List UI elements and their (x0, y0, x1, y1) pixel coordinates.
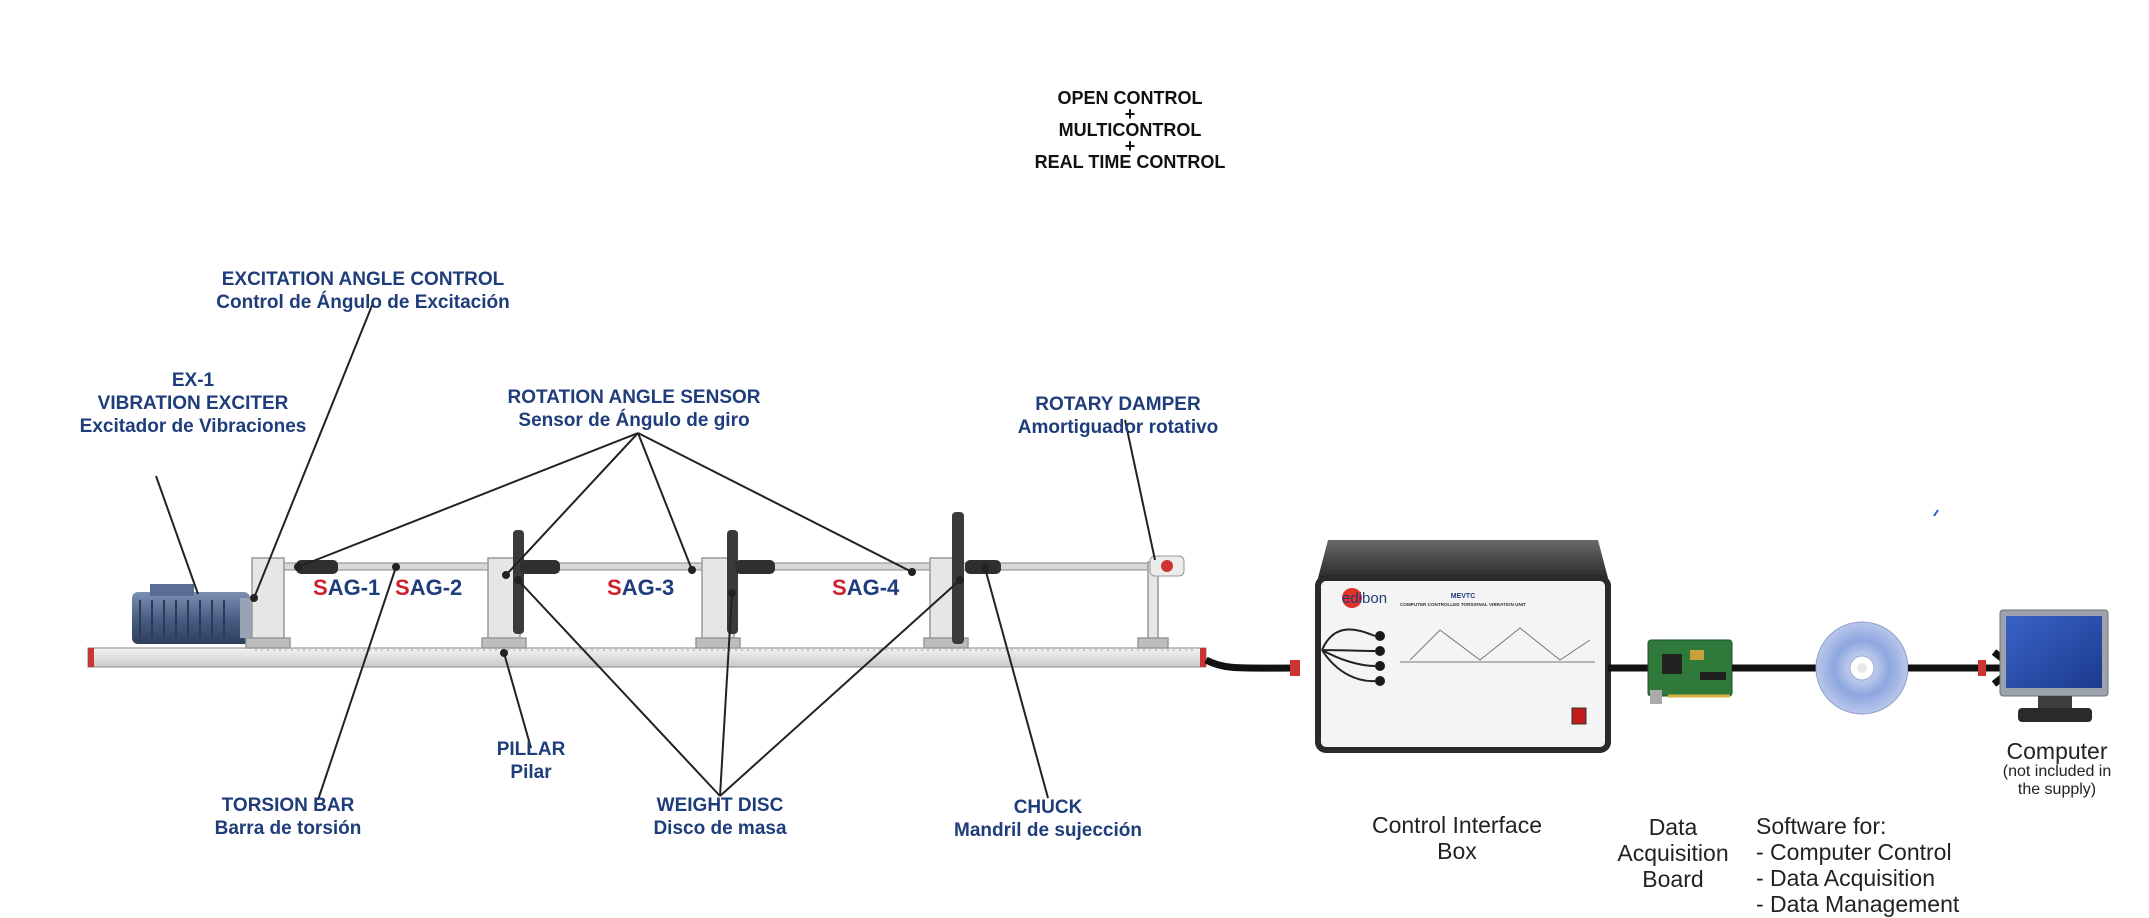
caption-control-interface-box: Control Interface Box (1372, 812, 1542, 864)
sensor-sag-3-prefix: S (607, 575, 622, 600)
label-chuck: CHUCK Mandril de sujección (954, 796, 1142, 842)
box-brand-text: edibon (1342, 590, 1387, 607)
control-mode-multi: MULTICONTROL (1058, 120, 1202, 140)
vibration-exciter-motor (132, 584, 254, 644)
control-mode-plus-1: + (1124, 104, 1136, 124)
software-item-computer-control: - Computer Control (1756, 839, 1952, 865)
sensor-sag-4-rest: AG-4 (846, 575, 900, 600)
torsion-bar-en: TORSION BAR (221, 795, 355, 816)
vibration-exciter-en: VIBRATION EXCITER (97, 393, 289, 414)
software-item-data-acquisition: - Data Acquisition (1756, 865, 1935, 891)
control-modes: OPEN CONTROL + MULTICONTROL + REAL TIME … (1034, 88, 1226, 172)
label-weight-disc: WEIGHT DISC Disco de masa (653, 794, 786, 840)
base-rail (87, 647, 1207, 668)
computer-title: Computer (2006, 738, 2108, 764)
data-acquisition-board (1647, 639, 1733, 704)
computer-monitor-icon (1999, 609, 2109, 722)
chuck-es: Mandril de sujección (954, 820, 1142, 841)
rotary-damper-es: Amortiguador rotativo (1017, 417, 1219, 438)
sensor-sag-2-rest: AG-2 (409, 575, 463, 600)
control-interface-box-line1: Control Interface (1371, 812, 1543, 838)
vibration-exciter-code: EX-1 (171, 370, 215, 391)
software-item-data-management: - Data Management (1756, 891, 1960, 917)
caption-computer: Computer (2007, 738, 2108, 764)
software-title: Software for: (1756, 813, 1887, 839)
computer-note-line2: the supply) (2017, 781, 2097, 798)
sensor-sag-1-prefix: S (313, 575, 328, 600)
control-interface-box-line2: Box (1437, 838, 1477, 864)
rotary-damper-device (1149, 555, 1185, 577)
computer-note-line1: (not included in (2002, 763, 2112, 780)
sensor-sag-1-rest: AG-1 (327, 575, 381, 600)
vibration-exciter-es: Excitador de Vibraciones (79, 416, 307, 437)
excitation-angle-control-en: EXCITATION ANGLE CONTROL (221, 269, 505, 290)
sensor-sag-4: SAG-4 (832, 575, 899, 601)
label-pillar: PILLAR Pilar (497, 738, 566, 784)
control-mode-plus-2: + (1124, 136, 1136, 156)
label-rotary-damper: ROTARY DAMPER Amortiguador rotativo (1018, 393, 1219, 439)
label-torsion-bar: TORSION BAR Barra de torsión (215, 794, 362, 840)
sensor-sag-3-rest: AG-3 (621, 575, 675, 600)
label-excitation-angle-control: EXCITATION ANGLE CONTROL Control de Ángu… (216, 268, 509, 314)
chuck-en: CHUCK (1013, 797, 1083, 818)
weight-disc-en: WEIGHT DISC (656, 795, 784, 816)
caption-software: Software for: - Computer Control - Data … (1756, 813, 1959, 917)
torsion-bar-es: Barra de torsión (214, 818, 362, 839)
caption-computer-note: (not included in the supply) (2003, 763, 2112, 799)
cable-rail-to-box (1204, 656, 1301, 672)
weight-disc-es: Disco de masa (653, 818, 787, 839)
control-interface-box: edibon MEVTC COMPUTER CONTROLLED TORSION… (1315, 540, 1611, 753)
label-rotation-angle-sensor: ROTATION ANGLE SENSOR Sensor de Ángulo d… (508, 386, 761, 432)
box-subtitle-text: COMPUTER CONTROLLED TORSIONAL VIBRATION … (1400, 602, 1526, 607)
excitation-angle-control-es: Control de Ángulo de Excitación (216, 292, 510, 313)
sensor-sag-3: SAG-3 (607, 575, 674, 601)
sensor-sag-2-prefix: S (395, 575, 410, 600)
caption-data-acquisition-board: Data Acquisition Board (1617, 814, 1728, 892)
rotation-angle-sensor-en: ROTATION ANGLE SENSOR (507, 387, 761, 408)
rotary-damper-en: ROTARY DAMPER (1035, 394, 1201, 415)
sensor-sag-4-prefix: S (832, 575, 847, 600)
pillar-es: Pilar (510, 762, 552, 783)
stray-mark (1933, 509, 1939, 517)
data-acquisition-board-line1: Data (1648, 814, 1698, 840)
rotation-angle-sensor-es: Sensor de Ángulo de giro (518, 410, 750, 431)
leader-dots (250, 563, 989, 657)
control-mode-open: OPEN CONTROL (1057, 88, 1203, 108)
sensor-sag-1: SAG-1 (313, 575, 380, 601)
leader-lines (155, 302, 1156, 801)
box-model-text: MEVTC (1451, 593, 1476, 600)
control-mode-realtime: REAL TIME CONTROL (1034, 152, 1226, 172)
software-cd (1815, 621, 1909, 715)
sensor-sag-2: SAG-2 (395, 575, 462, 601)
data-acquisition-board-line3: Board (1642, 866, 1704, 892)
data-acquisition-board-line2: Acquisition (1617, 840, 1729, 866)
pillar-en: PILLAR (496, 739, 566, 760)
label-vibration-exciter: EX-1 VIBRATION EXCITER Excitador de Vibr… (80, 369, 307, 438)
